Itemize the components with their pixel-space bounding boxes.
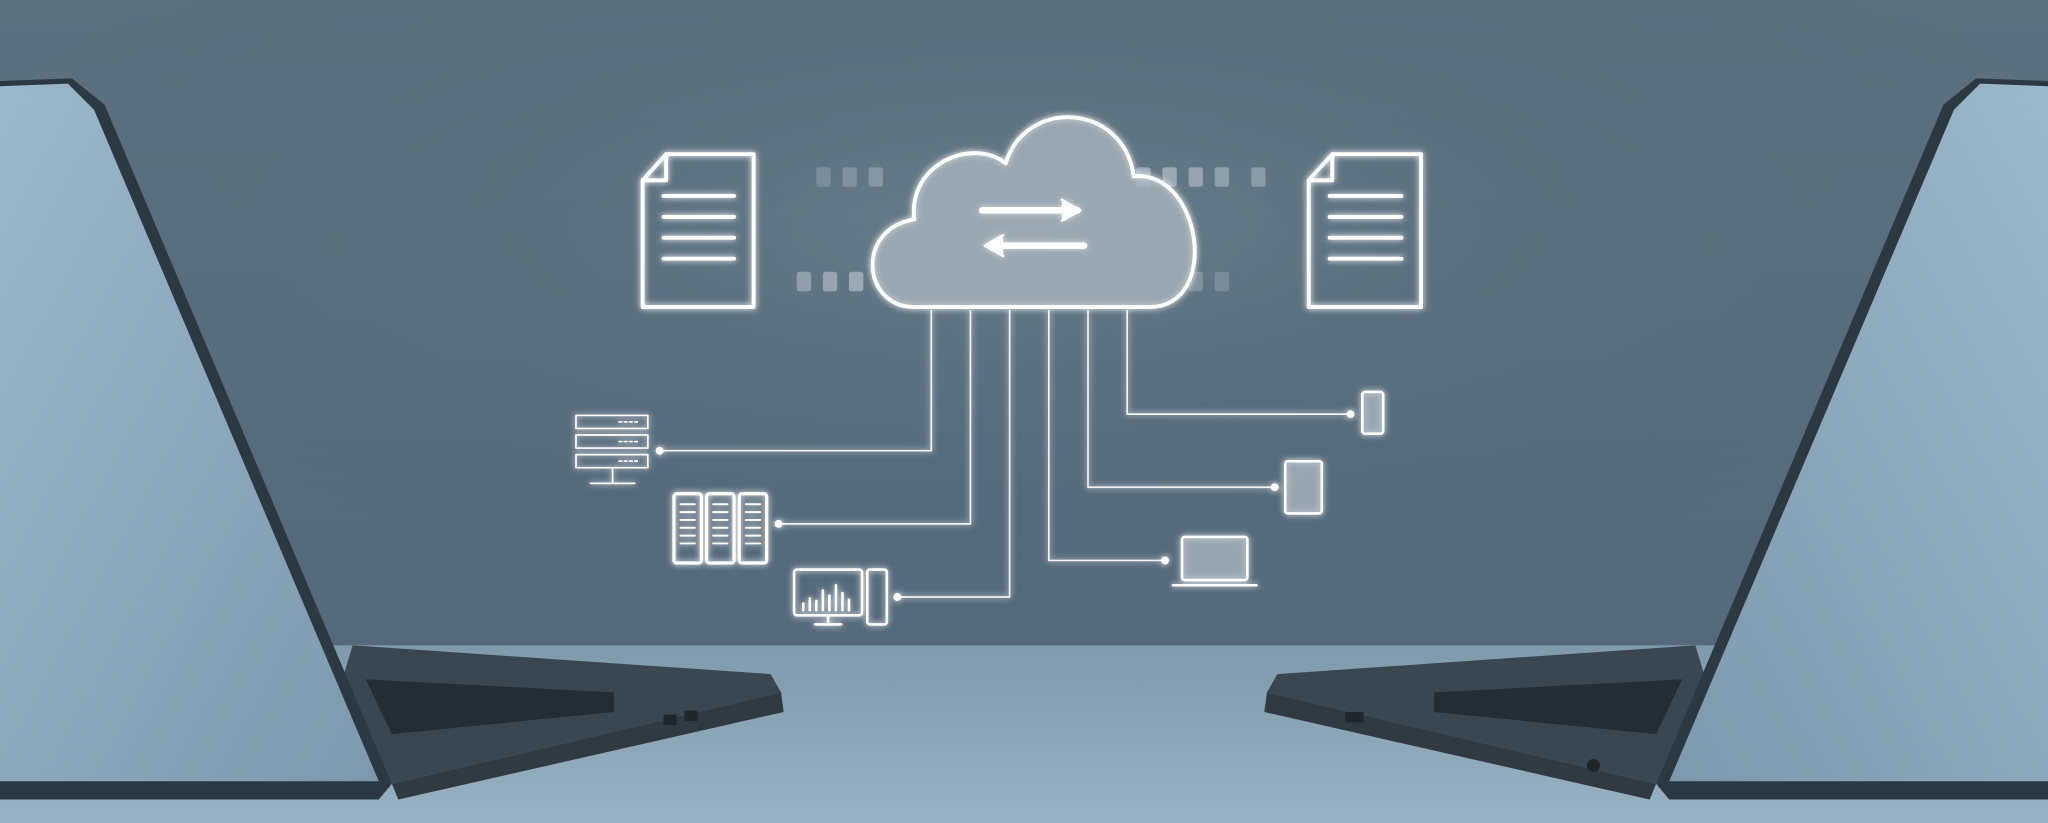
data-stream-top — [816, 167, 1266, 187]
connection-nodes — [655, 410, 1355, 601]
background-light — [0, 0, 2048, 654]
server-rack-icon — [575, 414, 649, 485]
cloud-sync-icon — [870, 115, 1197, 309]
desktop-computer-icon — [792, 568, 889, 626]
left-laptop — [0, 78, 784, 800]
laptop-icon — [1171, 535, 1258, 587]
server-tower-icon — [672, 492, 769, 565]
document-icon — [640, 152, 756, 309]
network-connections — [658, 310, 1352, 598]
document-icon — [1306, 152, 1424, 309]
data-stream-bottom — [796, 271, 1230, 292]
smartphone-icon — [1360, 390, 1385, 436]
right-laptop — [1264, 78, 2048, 800]
tablet-icon — [1283, 459, 1324, 515]
